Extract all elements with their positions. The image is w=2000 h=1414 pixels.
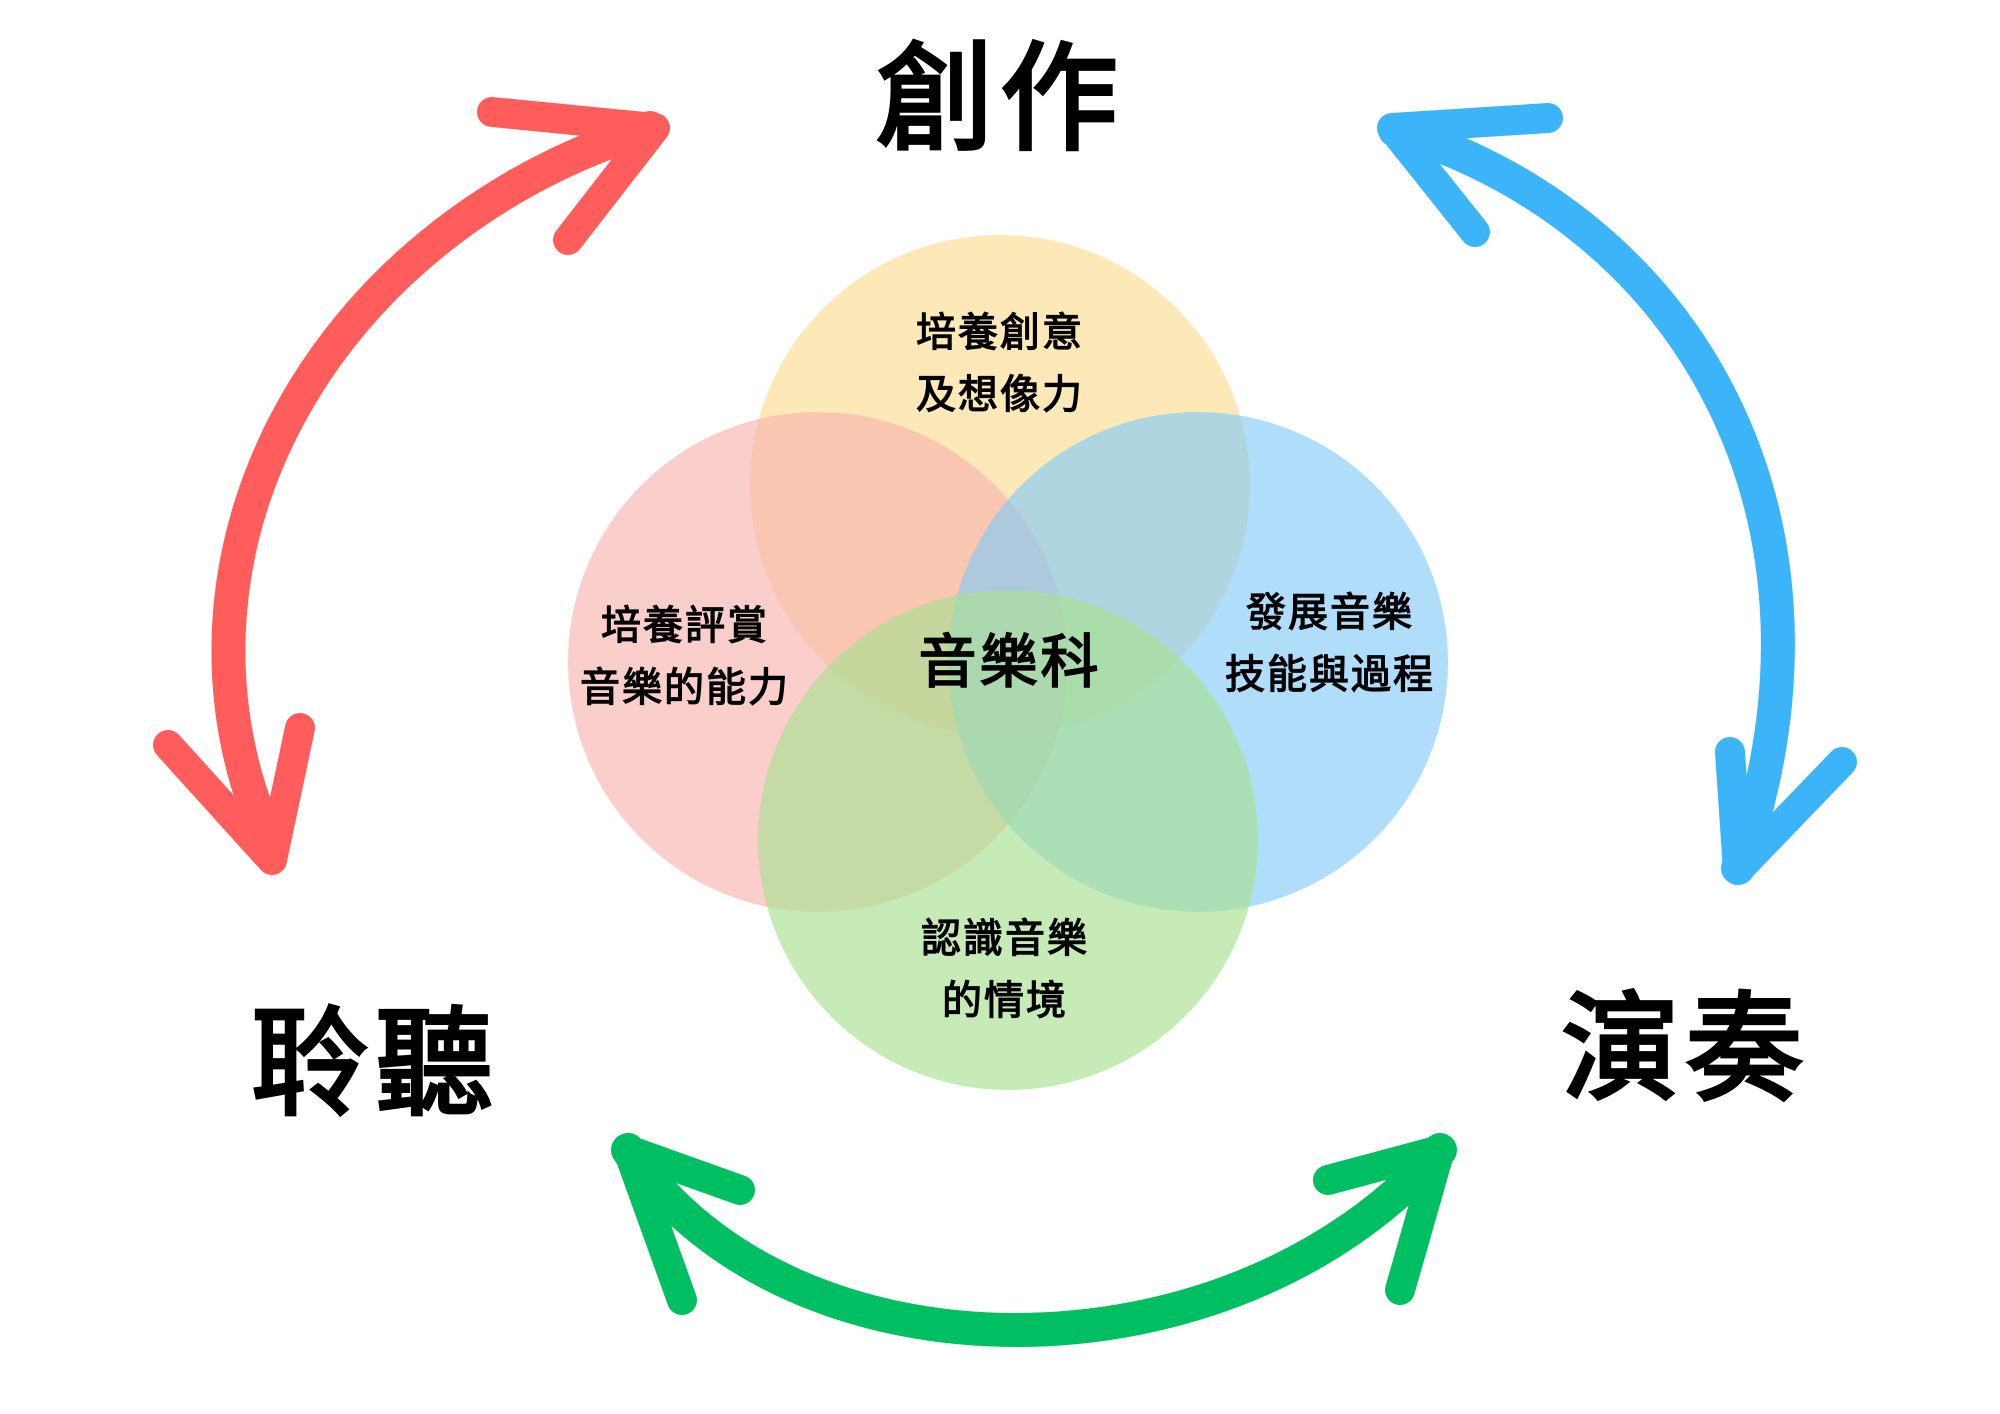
- venn-label-right: 發展音樂 技能與過程: [1205, 582, 1455, 706]
- node-perform: 演奏: [1560, 980, 1809, 1118]
- venn-label-top-line1: 培養創意: [916, 310, 1084, 356]
- node-create: 創作: [875, 30, 1124, 168]
- venn-label-bottom-line1: 認識音樂: [921, 916, 1089, 962]
- venn-label-bottom: 認識音樂 的情境: [875, 908, 1135, 1032]
- venn-circles: [568, 235, 1448, 1090]
- arrow-right: [1377, 103, 1857, 885]
- venn-label-left: 培養評賞 音樂的能力: [565, 595, 805, 719]
- venn-label-left-line1: 培養評賞: [601, 603, 769, 649]
- venn-label-right-line1: 發展音樂: [1246, 590, 1414, 636]
- venn-circle-bottom: [758, 590, 1258, 1090]
- venn-label-top-line2: 及想像力: [916, 372, 1084, 418]
- arrow-bottom: [611, 1133, 1457, 1347]
- venn-center-label: 音樂科: [918, 628, 1102, 696]
- arrow-left: [153, 97, 670, 875]
- venn-label-left-line2: 音樂的能力: [580, 665, 790, 711]
- venn-label-bottom-line2: 的情境: [942, 978, 1068, 1024]
- venn-label-right-line2: 技能與過程: [1225, 652, 1435, 698]
- node-listen: 聆聽: [250, 995, 499, 1133]
- venn-label-top: 培養創意 及想像力: [860, 302, 1140, 426]
